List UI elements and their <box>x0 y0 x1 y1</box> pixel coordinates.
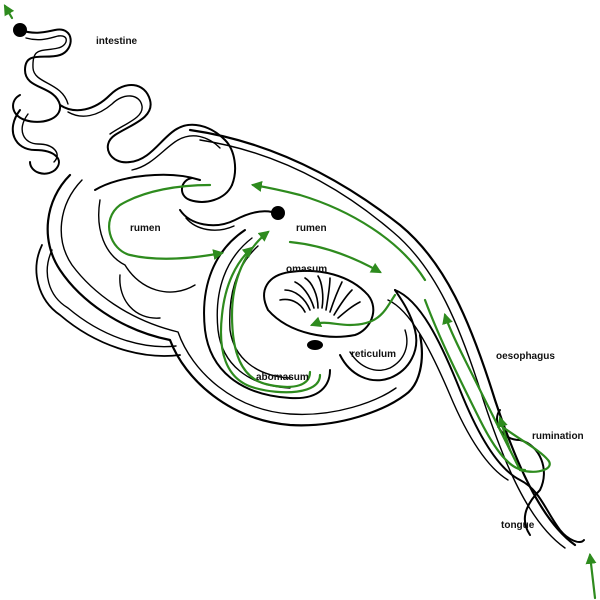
flow-oesophagus-lower <box>423 298 527 472</box>
stomach-outline <box>35 128 577 549</box>
diagram-labels: intestine rumen rumen omasum reticulum a… <box>96 36 584 531</box>
flow-to-rumen-top <box>250 181 427 282</box>
label-omasum: omasum <box>286 264 327 275</box>
intestine-coils <box>11 23 273 231</box>
flow-intestine-exit <box>3 4 15 20</box>
food-flow-path <box>3 4 597 600</box>
intestine-exit-dot <box>13 23 27 37</box>
flow-reticulum-up <box>230 230 312 389</box>
flow-rumen-left <box>108 183 225 261</box>
flow-abomasum-to-intestine <box>219 246 322 394</box>
omasum-folds <box>279 275 361 319</box>
flow-rumination-loop <box>498 423 551 473</box>
oesophagus-tube <box>387 289 585 543</box>
label-rumen-left: rumen <box>130 223 161 234</box>
label-oesophagus: oesophagus <box>496 351 555 362</box>
flow-rumination-up <box>497 415 512 452</box>
label-rumination: rumination <box>532 431 584 442</box>
flow-tongue-entry <box>585 552 597 600</box>
flow-omasum-in <box>309 293 397 327</box>
omasum-orifice <box>307 340 323 350</box>
flow-to-rumen-right <box>288 240 382 274</box>
label-abomasum: abomasum <box>256 372 309 383</box>
reticulo-omasal-orifice <box>271 206 285 220</box>
label-reticulum: reticulum <box>351 349 396 360</box>
label-rumen-right: rumen <box>296 223 327 234</box>
label-intestine: intestine <box>96 36 138 47</box>
omasum-organ <box>263 269 375 350</box>
label-tongue: tongue <box>501 520 535 531</box>
